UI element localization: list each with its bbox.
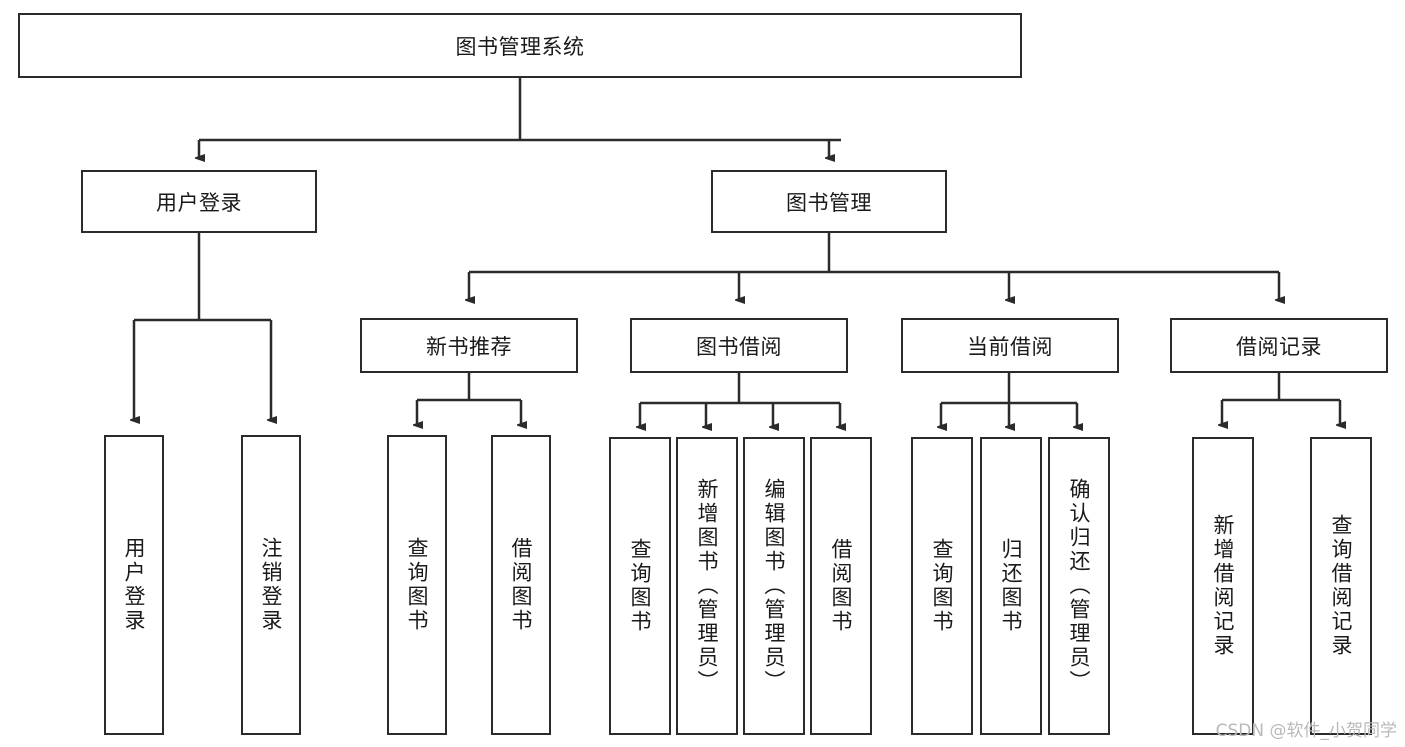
- leaf-borrow-borrow-book[interactable]: 借阅图书: [810, 437, 872, 735]
- leaf-borrow-edit-book-label: 编辑图书（管理员）: [762, 478, 787, 694]
- leaf-borrow-borrow-book-label: 借阅图书: [829, 538, 854, 634]
- node-user-login-label: 用户登录: [156, 190, 242, 215]
- node-root[interactable]: 图书管理系统: [18, 13, 1022, 78]
- leaf-user-login-signout-label: 注销登录: [259, 537, 284, 633]
- leaf-new-book-borrow[interactable]: 借阅图书: [491, 435, 551, 735]
- leaf-user-login-signin[interactable]: 用户登录: [104, 435, 164, 735]
- node-new-book-recommend-label: 新书推荐: [426, 334, 512, 359]
- node-book-management[interactable]: 图书管理: [711, 170, 947, 233]
- leaf-current-return-label: 归还图书: [999, 538, 1024, 634]
- leaf-records-add[interactable]: 新增借阅记录: [1192, 437, 1254, 735]
- watermark: CSDN @软件_小贺同学: [1215, 721, 1397, 741]
- leaf-new-book-borrow-label: 借阅图书: [509, 537, 534, 633]
- node-book-management-label: 图书管理: [786, 190, 872, 215]
- leaf-borrow-add-book[interactable]: 新增图书（管理员）: [676, 437, 738, 735]
- leaf-records-query[interactable]: 查询借阅记录: [1310, 437, 1372, 735]
- leaf-borrow-edit-book[interactable]: 编辑图书（管理员）: [743, 437, 805, 735]
- leaf-new-book-query-label: 查询图书: [405, 537, 430, 633]
- leaf-borrow-query-label: 查询图书: [628, 538, 653, 634]
- leaf-records-add-label: 新增借阅记录: [1211, 514, 1236, 658]
- node-book-borrow-label: 图书借阅: [696, 334, 782, 359]
- leaf-current-query-label: 查询图书: [930, 538, 955, 634]
- node-current-borrow-label: 当前借阅: [967, 334, 1053, 359]
- leaf-records-query-label: 查询借阅记录: [1329, 514, 1354, 658]
- leaf-borrow-query[interactable]: 查询图书: [609, 437, 671, 735]
- leaf-current-return[interactable]: 归还图书: [980, 437, 1042, 735]
- node-current-borrow[interactable]: 当前借阅: [901, 318, 1119, 373]
- node-borrow-records-label: 借阅记录: [1236, 334, 1322, 359]
- node-user-login[interactable]: 用户登录: [81, 170, 317, 233]
- node-book-borrow[interactable]: 图书借阅: [630, 318, 848, 373]
- node-new-book-recommend[interactable]: 新书推荐: [360, 318, 578, 373]
- leaf-current-confirm-return-label: 确认归还（管理员）: [1067, 478, 1092, 694]
- leaf-borrow-add-book-label: 新增图书（管理员）: [695, 478, 720, 694]
- node-root-label: 图书管理系统: [455, 34, 585, 59]
- leaf-new-book-query[interactable]: 查询图书: [387, 435, 447, 735]
- leaf-current-query[interactable]: 查询图书: [911, 437, 973, 735]
- node-borrow-records[interactable]: 借阅记录: [1170, 318, 1388, 373]
- leaf-current-confirm-return[interactable]: 确认归还（管理员）: [1048, 437, 1110, 735]
- leaf-user-login-signin-label: 用户登录: [122, 537, 147, 633]
- leaf-user-login-signout[interactable]: 注销登录: [241, 435, 301, 735]
